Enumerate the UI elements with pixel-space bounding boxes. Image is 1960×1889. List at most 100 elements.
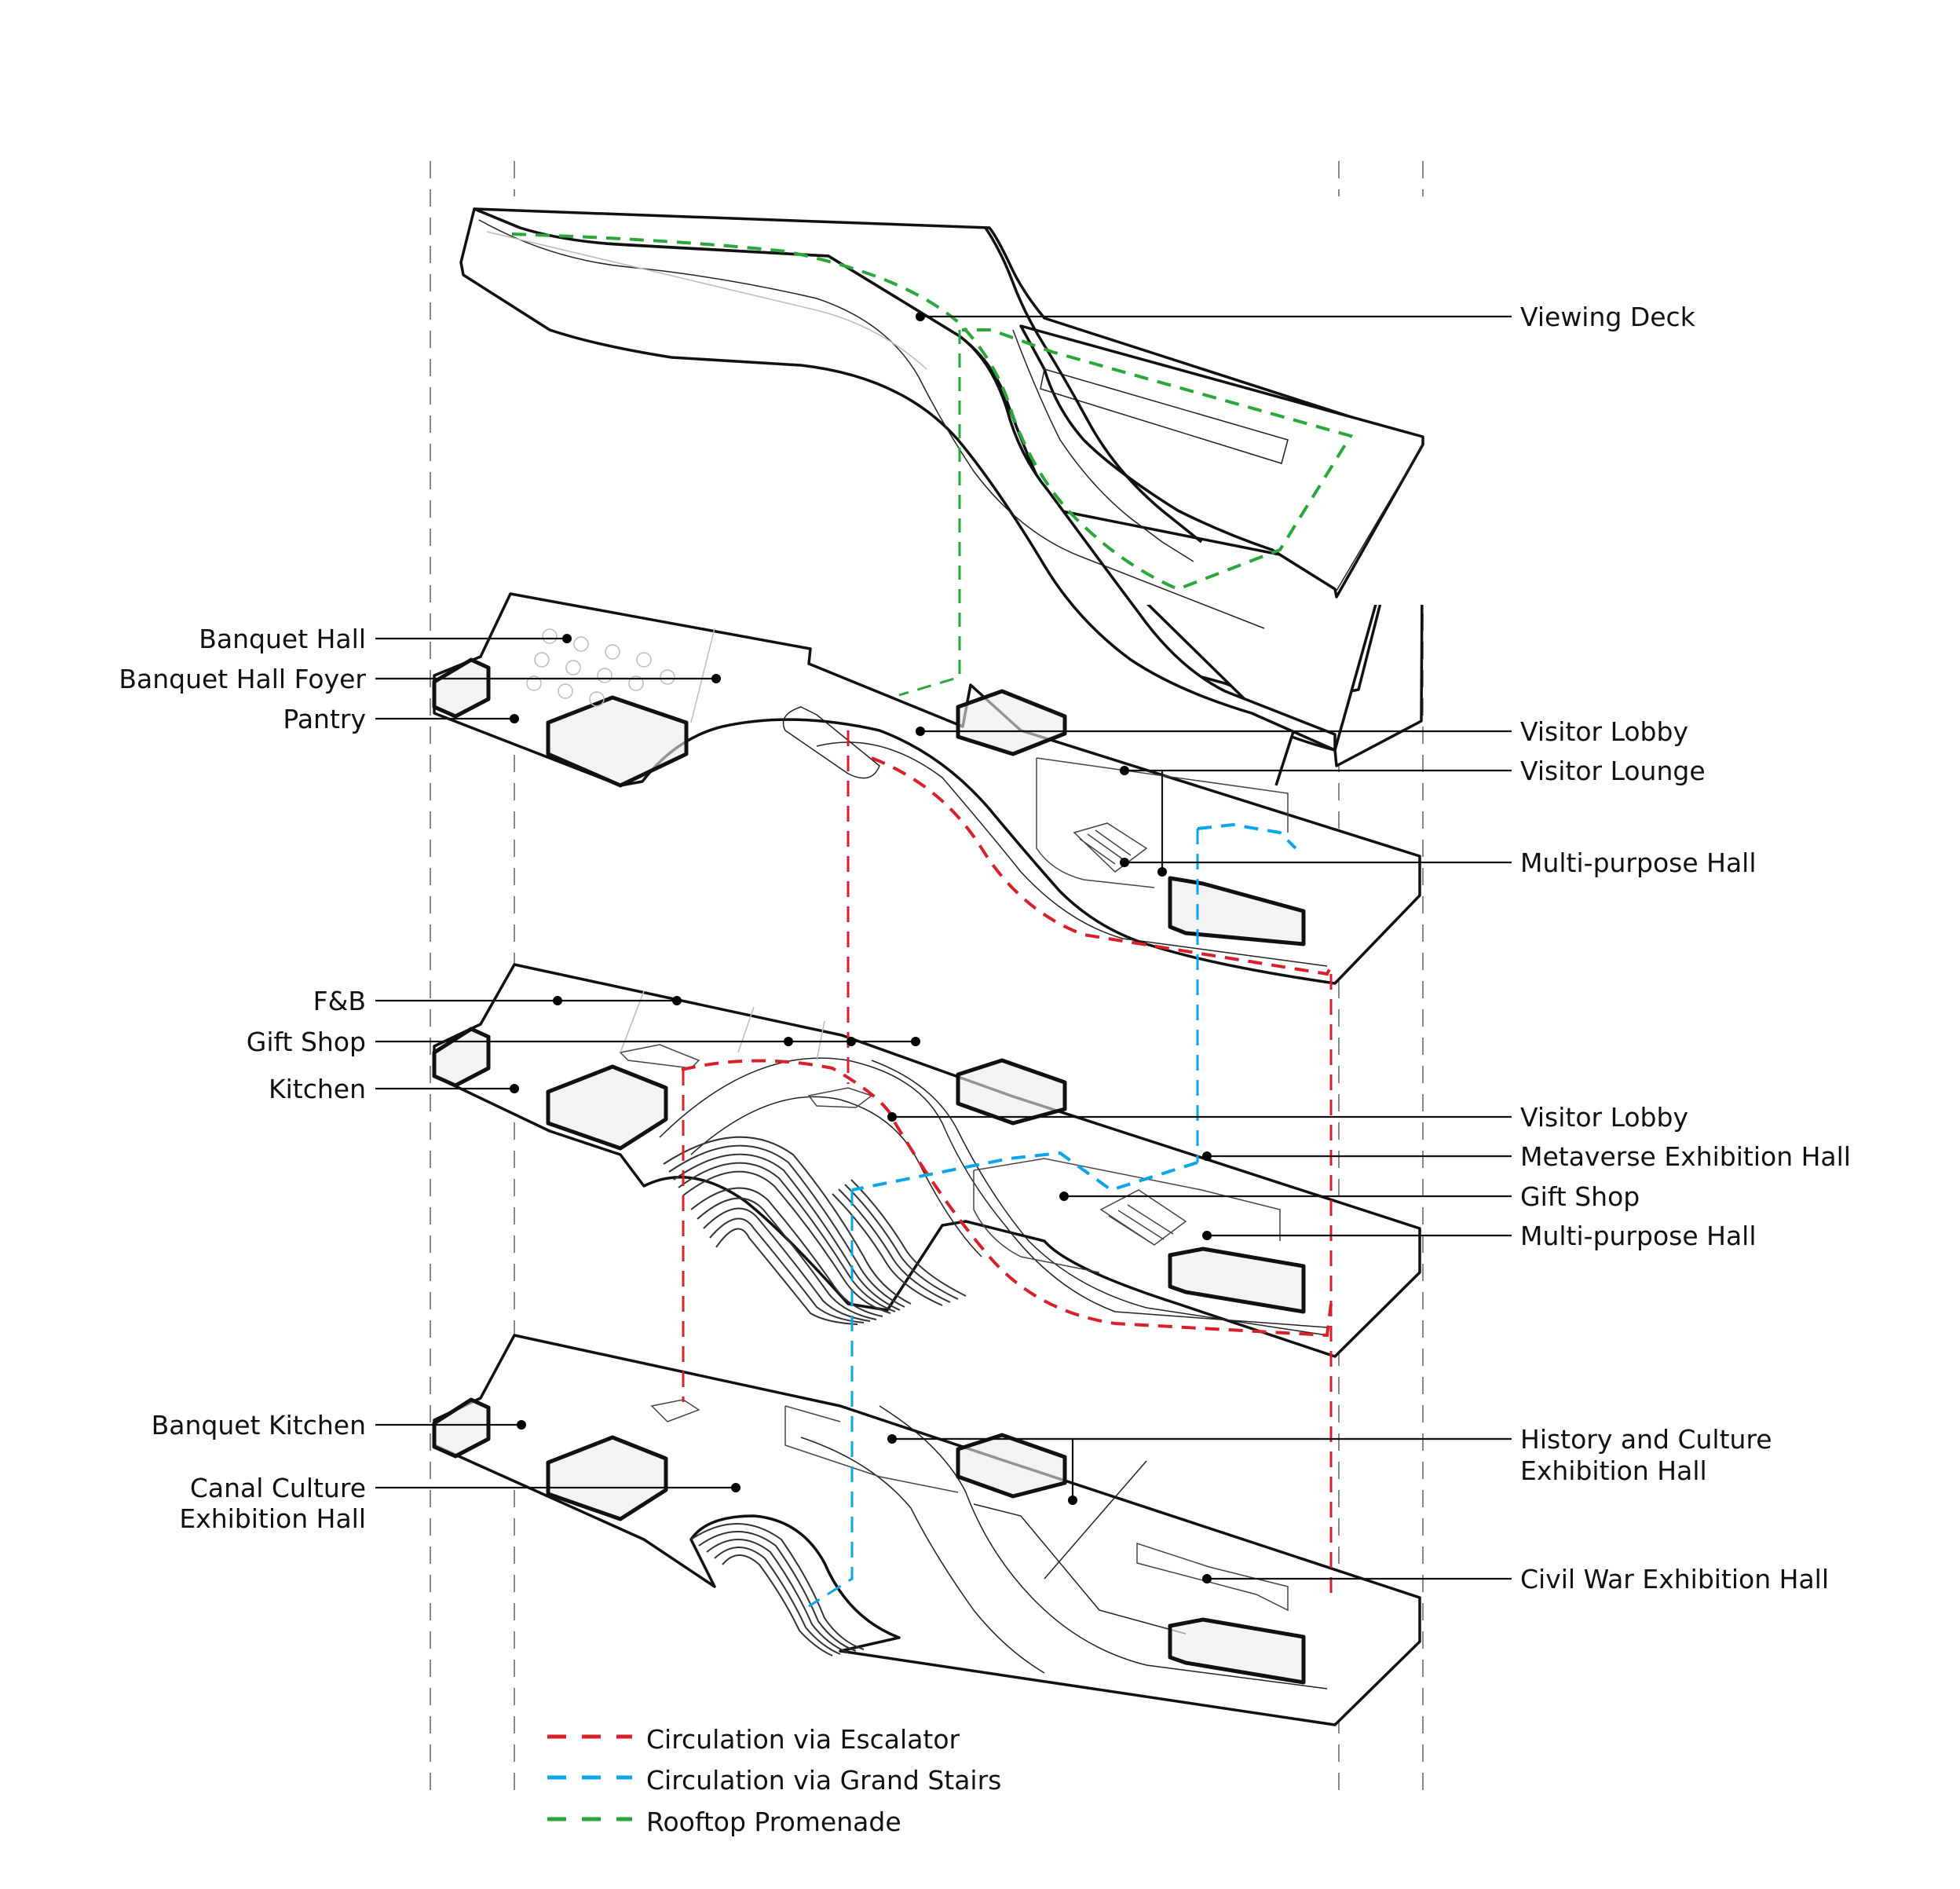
level-3-walkway-loop [782, 706, 880, 779]
legend-label-grand-stairs: Circulation via Grand Stairs [646, 1765, 1001, 1796]
level-1-curved-wall-mid [973, 1503, 1187, 1635]
escalator-level-2-path [681, 1059, 1333, 1338]
level-1-service-core-east [1168, 1617, 1306, 1685]
banquet-tables [526, 628, 675, 707]
legend-label-rooftop: Rooftop Promenade [646, 1807, 901, 1837]
leader-dot-banquet-kitchen [517, 1420, 526, 1430]
leader-dot-banquet-hall [562, 634, 572, 643]
level-1-curved-wall-outer [879, 1405, 1328, 1689]
label-multipurpose-hall-l2: Multi-purpose Hall [1520, 1221, 1757, 1251]
label-gift-shop-l2-right: Gift Shop [1520, 1181, 1640, 1212]
level-2-inner-path [871, 1060, 1328, 1336]
level-1-slab [432, 1334, 1421, 1726]
amphitheater-level-1 [690, 1523, 865, 1657]
leader-dot-visitor-lobby-3 [916, 727, 925, 736]
legend: Circulation via Escalator Circulation vi… [547, 1724, 1001, 1837]
grand-stairs-route [808, 822, 1297, 1608]
stairs-level-2-path [851, 1151, 1198, 1192]
escalator-level-3-path [871, 756, 1333, 976]
leader-dot-history-culture-1 [887, 1434, 897, 1444]
label-banquet-hall-foyer: Banquet Hall Foyer [119, 664, 366, 694]
level-1-service-core-west [432, 1397, 491, 1459]
label-civil-war-exhibition-hall: Civil War Exhibition Hall [1520, 1564, 1829, 1594]
amphitheater-level-2 [663, 1136, 967, 1325]
leader-dot-pantry [510, 714, 519, 723]
label-kitchen: Kitchen [269, 1074, 366, 1104]
level-1-history-hall-wall [784, 1405, 959, 1493]
level-3-partition [690, 628, 715, 723]
leader-dot-gift-shop-2l-3 [911, 1037, 920, 1046]
legend-item-rooftop: Rooftop Promenade [547, 1807, 901, 1837]
level-2-plaza-arc-outer [659, 1057, 1328, 1328]
level-2-service-core-east [1168, 1247, 1306, 1314]
leader-dot-banquet-foyer [711, 674, 721, 683]
leader-dot-visitor-lobby-2 [887, 1112, 897, 1122]
label-visitor-lobby-l2: Visitor Lobby [1520, 1102, 1688, 1133]
leader-dot-visitor-lounge [1120, 766, 1129, 775]
roof-deck-final [440, 196, 1437, 752]
label-banquet-hall: Banquet Hall [199, 624, 366, 654]
legend-item-escalator: Circulation via Escalator [547, 1724, 960, 1755]
leader-dot-civil-war [1202, 1574, 1212, 1583]
roof-inner-curve [478, 219, 1265, 629]
leader-dot-history-culture-2 [1068, 1495, 1077, 1505]
legend-item-grand-stairs: Circulation via Grand Stairs [547, 1765, 1001, 1796]
leader-dot-gift-shop-2l-1 [784, 1037, 793, 1046]
label-history-culture-line2: Exhibition Hall [1520, 1455, 1707, 1486]
level-1-exhibition-wall [1136, 1542, 1289, 1612]
level-2-escalator-mid [807, 1087, 873, 1108]
label-history-culture-line1: History and Culture [1520, 1424, 1772, 1455]
level-2-service-core-west [432, 1027, 491, 1088]
leader-dot-multipurpose-3 [1120, 858, 1129, 867]
level-1-diagonal-wall [1044, 1460, 1147, 1580]
label-pantry: Pantry [283, 704, 366, 734]
leader-dot-metaverse [1202, 1151, 1212, 1161]
roof-slot [1040, 368, 1289, 464]
level-3-slab [432, 592, 1421, 985]
label-canal-culture-line1: Canal Culture [190, 1473, 366, 1503]
label-canal-culture-line2: Exhibition Hall [179, 1503, 366, 1534]
label-metaverse-exhibition-hall: Metaverse Exhibition Hall [1520, 1141, 1851, 1172]
leader-dot-viewing-deck [916, 312, 925, 321]
label-gift-shop-l2-left: Gift Shop [247, 1027, 366, 1057]
label-banquet-kitchen: Banquet Kitchen [152, 1410, 366, 1441]
level-1-service-core-north [956, 1433, 1067, 1499]
label-fnb: F&B [313, 986, 366, 1016]
labels: Viewing Deck Banquet Hall Banquet Hall F… [119, 302, 1851, 1594]
level-2-grand-stairs [1099, 1189, 1187, 1246]
vertical-guides [430, 161, 1424, 1795]
level-2-service-core-north [956, 1058, 1067, 1126]
rooftop-promenade-route [511, 232, 1354, 697]
roof-walkway-guide [486, 231, 927, 370]
level-3-inner-edge [816, 741, 1328, 967]
roof-east-tip [984, 227, 1203, 544]
rooftop-route-vertical [898, 330, 961, 697]
leader-dot-gift-shop-2r [1059, 1192, 1069, 1201]
leader-dot-gift-shop-2l-2 [847, 1037, 856, 1046]
rooftop-route-path [511, 232, 1354, 591]
roof-slab-east-plate [1019, 324, 1424, 599]
level-1-curved-wall-inner [800, 1437, 1045, 1674]
legend-label-escalator: Circulation via Escalator [646, 1724, 960, 1755]
escalator-route [681, 730, 1333, 1602]
level-3-stairs [1073, 822, 1148, 873]
label-viewing-deck: Viewing Deck [1520, 302, 1696, 332]
leader-dot-fnb-1 [553, 996, 562, 1005]
leader-dot-multipurpose-2 [1202, 1231, 1212, 1240]
roof-slab-thickness-right [1336, 444, 1424, 591]
leader-dot-fnb-2 [672, 996, 682, 1005]
level-2-partition-2 [737, 1006, 755, 1053]
level-2-exhibition-walls [973, 1158, 1281, 1273]
leader-dot-visitor-lounge-2 [1157, 867, 1167, 877]
stairs-vertical-2 [808, 1190, 854, 1608]
leader-dot-canal-culture [731, 1483, 740, 1492]
label-visitor-lounge: Visitor Lounge [1520, 756, 1706, 786]
leaders [375, 312, 1512, 1583]
level-1-service-core-mid [546, 1435, 668, 1521]
roof-step-edge [1012, 329, 1194, 562]
leader-dot-kitchen [510, 1084, 519, 1093]
level-3-service-core-mid [546, 695, 689, 788]
level-2-service-core-mid [546, 1064, 668, 1151]
level-3-service-core-west [432, 657, 491, 719]
level-3-service-core-north [956, 689, 1067, 756]
